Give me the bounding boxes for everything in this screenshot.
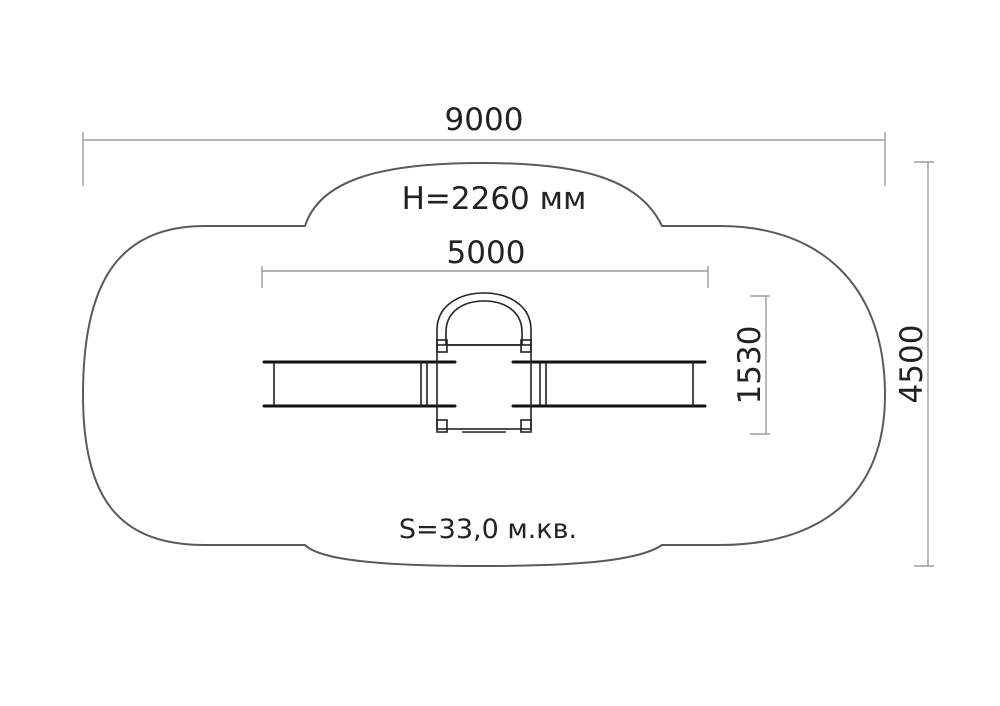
equipment-length-label: 5000 — [447, 235, 526, 271]
right-wing — [511, 360, 707, 408]
left-wing — [262, 360, 457, 408]
corner-post-top-right — [520, 339, 532, 353]
canopy-arch — [436, 292, 532, 345]
corner-post-bottom-left — [436, 419, 448, 433]
equipment-length-dimension: 5000 — [261, 235, 709, 288]
equipment-plan — [262, 292, 707, 433]
height-label: H=2260 мм — [402, 181, 587, 217]
safety-zone-outline — [81, 161, 887, 568]
equipment-width-dimension: 1530 — [732, 295, 770, 435]
equipment-width-label: 1530 — [732, 326, 768, 405]
overall-length-label: 9000 — [445, 102, 524, 138]
central-module — [436, 292, 532, 433]
overall-length-dimension: 9000 — [82, 102, 886, 186]
overall-width-dimension: 4500 — [894, 161, 934, 567]
corner-post-top-left — [436, 339, 448, 353]
overall-width-label: 4500 — [894, 325, 930, 404]
canopy-arch-inner — [445, 300, 523, 345]
central-deck — [436, 344, 532, 430]
corner-post-bottom-right — [520, 419, 532, 433]
area-label: S=33,0 м.кв. — [399, 514, 577, 545]
